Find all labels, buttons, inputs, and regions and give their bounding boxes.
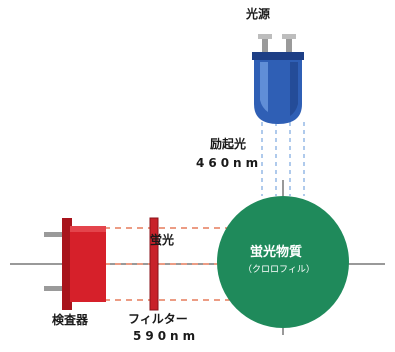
excitation-light-label: 励起光 (210, 137, 247, 151)
detector (44, 218, 106, 310)
filter-wavelength: 590nm (133, 329, 200, 343)
fluorescence-beam (104, 227, 234, 301)
detector-label: 検査器 (52, 313, 89, 327)
filter-plate (149, 217, 159, 311)
light-source-label: 光源 (246, 7, 271, 21)
sample-label: 蛍光物質 (250, 245, 303, 260)
filter-label: フィルター (128, 312, 188, 326)
light-source-lamp (252, 34, 304, 124)
sample-sublabel: （クロロフィル） (243, 265, 315, 275)
fluorescence-label: 蛍光 (150, 233, 175, 247)
fluorescent-sample (217, 196, 349, 328)
excitation-wavelength: 460nm (196, 156, 263, 170)
